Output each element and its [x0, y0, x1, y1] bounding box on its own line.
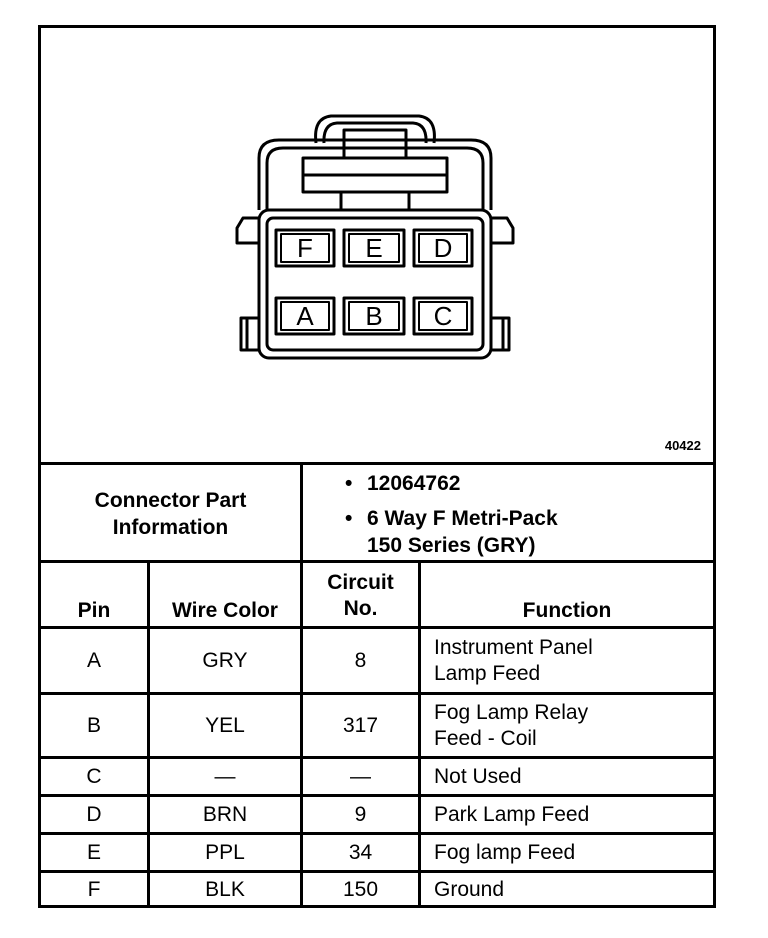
figure-id: 40422 [664, 438, 701, 453]
pin-label-d: D [434, 233, 453, 263]
table-row-circuit: 8 [354, 648, 367, 672]
table-row-pin: D [86, 802, 102, 826]
connector-type-line: 6 Way F Metri-Pack [367, 507, 558, 530]
function-line: Feed - Coil [434, 726, 537, 750]
cavity-row-bottom [274, 296, 474, 336]
part-number: 12064762 [341, 470, 701, 497]
divider [300, 628, 303, 908]
table-row-circuit: 9 [354, 802, 367, 826]
pin-label-e: E [365, 233, 382, 263]
table-row-wire: YEL [205, 713, 245, 737]
cavity-row-top [274, 228, 474, 268]
pin-label-a: A [296, 301, 314, 331]
info-label-line: Connector Part [94, 488, 247, 512]
divider [41, 462, 713, 465]
table-row-wire: — [214, 764, 236, 788]
table-row-function: Park Lamp Feed [434, 802, 590, 826]
connector-drawing: F E D A B C [235, 114, 515, 360]
divider [41, 692, 713, 695]
table-row-circuit: 150 [342, 877, 379, 901]
table-row-circuit: 317 [342, 713, 379, 737]
connector-part-info-label: Connector Part Information [41, 465, 300, 562]
divider [41, 626, 713, 629]
function-line: Lamp Feed [434, 661, 541, 685]
table-row-function: Not Used [434, 764, 522, 788]
diagram-frame: F E D A B C 40422 Connector Part Informa… [38, 25, 716, 908]
header-circuit-line: No. [343, 597, 378, 620]
header-wire-color: Wire Color [172, 599, 278, 622]
table-row-pin: E [86, 840, 101, 864]
function-line: Fog Lamp Relay [434, 700, 589, 724]
table-row-pin: A [86, 648, 101, 672]
table-row-function: Ground [434, 877, 505, 901]
header-function: Function [522, 599, 612, 622]
pin-label-f: F [297, 233, 313, 263]
header-circuit-line: Circuit [327, 571, 394, 594]
header-circuit-no: Circuit No. [303, 570, 418, 622]
table-row-circuit: — [350, 764, 371, 788]
divider [41, 756, 713, 759]
divider [300, 462, 303, 628]
divider [41, 560, 713, 563]
divider [418, 560, 421, 908]
table-row-pin: F [87, 877, 101, 901]
table-row-circuit: 34 [348, 840, 373, 864]
info-label-line: Information [112, 515, 229, 539]
connector-type-line: 150 Series (GRY) [367, 534, 536, 557]
table-row-pin: B [86, 713, 101, 737]
divider [147, 560, 150, 908]
connector-type: 6 Way F Metri-Pack 150 Series (GRY) [341, 505, 701, 559]
divider [41, 870, 713, 873]
table-row-wire: BLK [205, 877, 245, 901]
header-pin: Pin [77, 599, 111, 622]
table-row-wire: GRY [202, 648, 248, 672]
table-row-wire: BRN [202, 802, 248, 826]
function-line: Instrument Panel [434, 635, 593, 659]
divider [41, 794, 713, 797]
connector-part-info-bullets: 12064762 6 Way F Metri-Pack 150 Series (… [341, 468, 701, 559]
divider [41, 832, 713, 835]
table-row-wire: PPL [205, 840, 245, 864]
table-row-pin: C [86, 764, 102, 788]
pin-label-c: C [434, 301, 453, 331]
table-row-function: Fog lamp Feed [434, 840, 576, 864]
pin-label-b: B [365, 301, 382, 331]
